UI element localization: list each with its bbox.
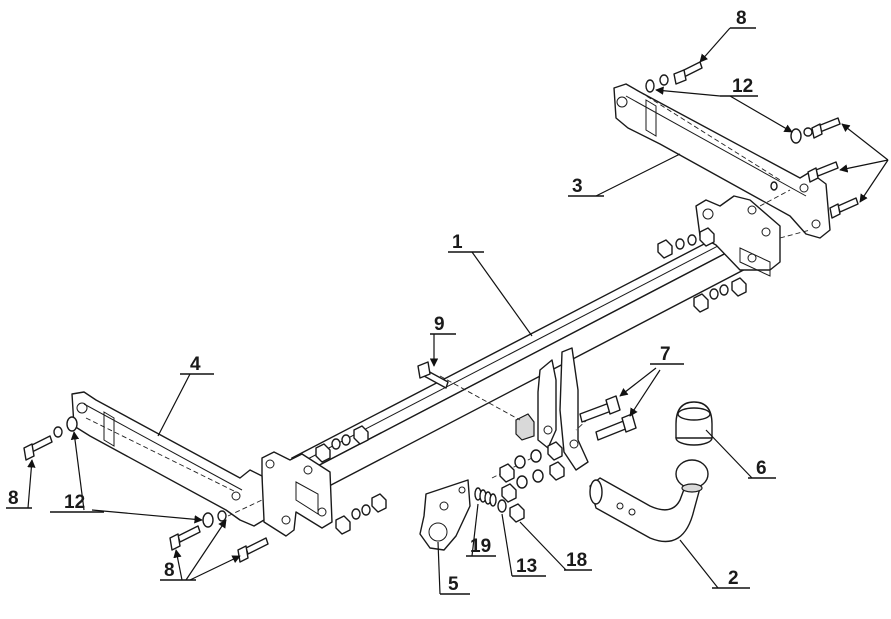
- bolts-part-7: [579, 395, 637, 441]
- nut-part-18: [509, 503, 525, 523]
- tow-ball-neck-part-2: [589, 459, 709, 543]
- left-side-rail-part-4: [71, 391, 265, 527]
- callout-8-top: 8: [736, 8, 747, 29]
- beam-right-end-plate: [695, 195, 781, 277]
- callout-8-left: 8: [8, 488, 19, 509]
- callout-19: 19: [470, 536, 491, 557]
- spring-part-19: [474, 487, 497, 507]
- callout-13: 13: [516, 556, 537, 577]
- fasteners-beam-right: [657, 227, 747, 313]
- beam-left-end-plate: [261, 451, 333, 537]
- callout-12-left: 12: [64, 492, 85, 513]
- socket-plate-part-5: [419, 479, 471, 551]
- callout-9: 9: [434, 314, 445, 335]
- washer-part-13: [497, 499, 507, 513]
- callout-3: 3: [572, 176, 583, 197]
- callout-5: 5: [448, 574, 459, 595]
- callout-18: 18: [566, 550, 587, 571]
- callout-6: 6: [756, 458, 767, 479]
- fasteners-right-top: [645, 61, 859, 219]
- callout-4: 4: [190, 354, 201, 375]
- right-side-rail-part-3: [613, 83, 831, 239]
- leader-lines: [6, 27, 889, 595]
- callout-7: 7: [660, 344, 671, 365]
- fasteners-bracket: [499, 441, 565, 503]
- callout-12-top: 12: [732, 76, 753, 97]
- callout-8-bottom: 8: [164, 560, 175, 581]
- tow-ball-cap-part-6: [675, 401, 713, 446]
- fasteners-left: [23, 416, 387, 563]
- coupling-mount-bracket: [515, 347, 589, 471]
- callout-1: 1: [452, 232, 463, 253]
- callout-2: 2: [728, 568, 739, 589]
- bolt-part-9: [417, 361, 449, 389]
- callout-labels: 1 2 3 4 5 6 7 8 8 8 9 12 12 13 18 19: [8, 8, 767, 595]
